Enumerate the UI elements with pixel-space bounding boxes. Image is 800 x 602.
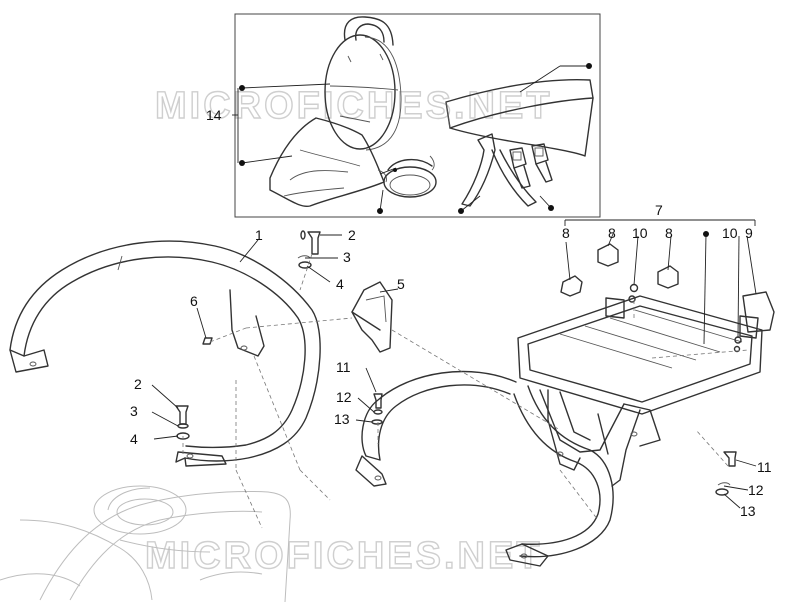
- callout-12-right: 12: [748, 482, 764, 498]
- callout-8-right: 8: [665, 225, 673, 241]
- callout-1: 1: [255, 227, 263, 243]
- callout-2-top: 2: [348, 227, 356, 243]
- rack-small-parts: [560, 243, 775, 353]
- right-hardware: [715, 451, 737, 496]
- rear-luggage-rack: [355, 295, 763, 567]
- assembly-lines: [182, 253, 749, 529]
- callout-6: 6: [190, 293, 198, 309]
- callout-8-left: 8: [562, 225, 570, 241]
- callout-14: 14: [206, 107, 222, 123]
- buckle-straps: [461, 133, 553, 207]
- strap-coil: [383, 155, 437, 198]
- callout-12-middle: 12: [336, 389, 352, 405]
- callout-9: 9: [745, 225, 753, 241]
- callout-3-top: 3: [343, 249, 351, 265]
- rack-bracket: [351, 281, 393, 353]
- scooter-body-outline: [0, 485, 291, 602]
- callout-labels: 1 2 3 4 5 6 2 3 4 7 8 8 8 10 10 9 11 12 …: [130, 202, 772, 519]
- callout-13-right: 13: [740, 503, 756, 519]
- left-hardware: [175, 230, 321, 440]
- leader-lines: [151, 219, 757, 509]
- callout-10-left: 10: [632, 225, 648, 241]
- callout-8-middle: 8: [608, 225, 616, 241]
- kit-frame: [234, 13, 601, 218]
- callout-7: 7: [655, 202, 663, 218]
- rear-grab-rail: [9, 240, 321, 467]
- callout-4-left: 4: [130, 431, 138, 447]
- accessory-kit-panel: 14: [206, 13, 601, 218]
- watermark-bottom: MICROFICHES.NET: [145, 535, 543, 577]
- callout-5: 5: [397, 276, 405, 292]
- callout-4-top: 4: [336, 276, 344, 292]
- callout-11-middle: 11: [336, 359, 351, 375]
- callout-2-left: 2: [134, 376, 142, 392]
- cloth-cover: [269, 117, 387, 207]
- callout-11-right: 11: [757, 459, 772, 475]
- callout-13-middle: 13: [334, 411, 350, 427]
- round-bag: [324, 16, 402, 151]
- curved-pad: [445, 79, 594, 157]
- callout-10-right: 10: [722, 225, 738, 241]
- callout-3-left: 3: [130, 403, 138, 419]
